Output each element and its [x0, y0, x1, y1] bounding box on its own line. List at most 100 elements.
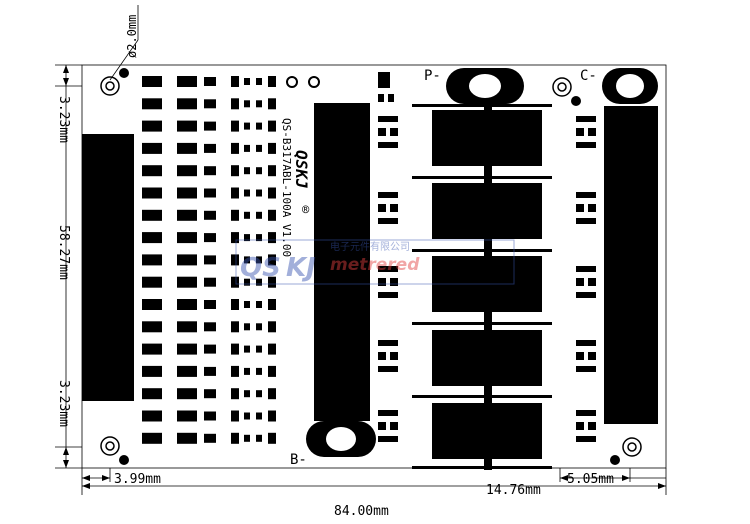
watermark-logo-b: KJ — [286, 253, 316, 283]
smd-capacitor — [204, 255, 216, 265]
smd-resistor — [142, 365, 162, 377]
smd-part — [244, 78, 250, 85]
smd-part — [378, 218, 398, 224]
smd-part — [378, 142, 398, 148]
hole-bottom-left — [100, 436, 120, 456]
smd-part — [231, 432, 239, 444]
bottom-left-offset-label: 3.99mm — [114, 472, 161, 487]
smd-part — [268, 365, 276, 377]
smd-part — [244, 345, 250, 353]
smd-part — [231, 76, 239, 87]
smd-part — [231, 232, 239, 244]
smd-part — [244, 211, 250, 219]
bottom-right-inner-label: 14.76mm — [486, 483, 541, 498]
smd-resistor — [142, 321, 162, 333]
smd-part — [388, 94, 394, 102]
smd-resistor — [177, 321, 197, 333]
smd-part — [268, 120, 276, 132]
smd-part — [576, 142, 596, 148]
smd-resistor — [142, 388, 162, 400]
smd-capacitor — [204, 366, 216, 376]
smd-resistor — [177, 120, 197, 132]
smd-resistor — [177, 76, 197, 87]
smd-resistor — [177, 388, 197, 400]
smd-part — [244, 412, 250, 420]
smd-part — [231, 276, 239, 288]
smd-part — [231, 343, 239, 355]
smd-part — [268, 388, 276, 400]
smd-part — [576, 410, 596, 416]
smd-resistor — [142, 76, 162, 87]
smd-resistor — [177, 254, 197, 266]
smd-part — [576, 340, 596, 346]
smd-part — [378, 94, 384, 102]
smd-part — [268, 299, 276, 310]
smd-part — [576, 436, 596, 442]
smd-part — [256, 100, 262, 108]
smd-part — [588, 278, 596, 286]
smd-capacitor — [204, 143, 216, 153]
smd-part — [390, 204, 398, 212]
smd-part — [256, 256, 262, 264]
smd-resistor — [177, 98, 197, 110]
smd-part — [588, 204, 596, 212]
smd-resistor — [177, 299, 197, 310]
smd-capacitor — [204, 99, 216, 109]
smd-capacitor — [204, 300, 216, 309]
smd-part — [244, 301, 250, 308]
smd-part — [231, 299, 239, 310]
hole-diameter-label: ø2.0mm — [125, 15, 139, 58]
smd-part — [390, 422, 398, 430]
smd-part — [576, 352, 584, 360]
smd-part — [244, 122, 250, 130]
smd-part — [244, 390, 250, 398]
smd-part — [244, 144, 250, 152]
smd-capacitor — [204, 433, 216, 443]
smd-part — [244, 234, 250, 242]
smd-part — [378, 352, 386, 360]
mosfet-array — [412, 104, 552, 470]
smd-part — [256, 434, 262, 442]
center-pad — [314, 103, 370, 421]
smd-part — [268, 343, 276, 355]
smd-part — [231, 209, 239, 221]
smd-part — [268, 410, 276, 422]
smd-part — [268, 321, 276, 333]
smd-resistor — [142, 120, 162, 132]
smd-resistor — [177, 187, 197, 199]
smd-resistor — [142, 187, 162, 199]
smd-resistor — [177, 432, 197, 444]
dimension-arrows — [63, 65, 666, 489]
smd-resistor — [177, 142, 197, 154]
smd-resistor — [142, 254, 162, 266]
copper-pads — [82, 103, 658, 424]
smd-resistor — [142, 410, 162, 422]
smd-part — [244, 367, 250, 375]
left-bottom-offset-label: 3.23mm — [56, 380, 71, 427]
smd-resistor — [142, 98, 162, 110]
smd-part — [576, 292, 596, 298]
smd-part — [256, 278, 262, 286]
smd-part — [378, 366, 398, 372]
smd-part — [231, 120, 239, 132]
smd-part — [244, 434, 250, 442]
smd-part — [231, 165, 239, 177]
smd-part — [390, 352, 398, 360]
watermark-brand-text: metrered — [330, 255, 420, 275]
smd-part — [231, 365, 239, 377]
smd-part — [576, 192, 596, 198]
smd-part — [244, 278, 250, 286]
brand-label: QSKJ — [292, 150, 311, 189]
smd-part — [256, 122, 262, 130]
smd-part — [378, 278, 386, 286]
smd-part — [231, 388, 239, 400]
smd-resistor — [177, 343, 197, 355]
smd-capacitor — [204, 277, 216, 287]
left-top-offset-label: 3.23mm — [56, 96, 71, 143]
smd-part — [231, 254, 239, 266]
smd-part — [588, 422, 596, 430]
smd-capacitor — [204, 121, 216, 131]
smd-part — [378, 72, 390, 88]
smd-part — [268, 276, 276, 288]
smd-part — [390, 128, 398, 136]
